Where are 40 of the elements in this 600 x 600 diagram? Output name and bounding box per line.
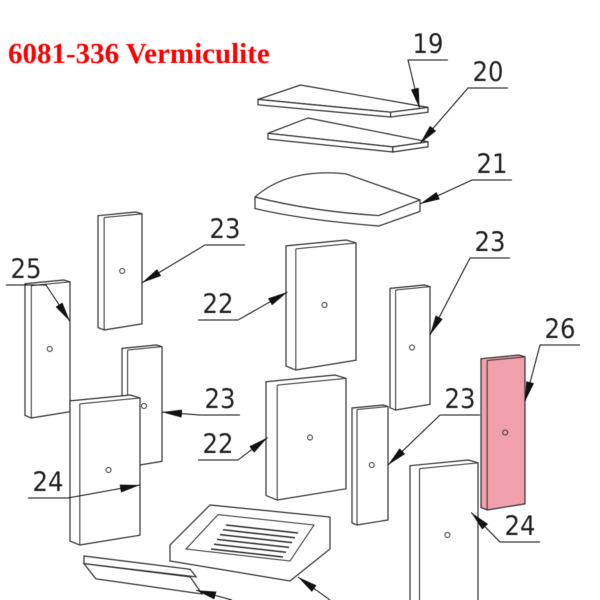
leader-line [198,292,288,320]
callout-number: 25 [6,255,46,285]
callout-number: 21 [472,150,512,180]
callout-number: 22 [198,430,238,460]
panel-part-drawing [98,212,142,330]
callout-number: 20 [468,58,508,88]
leader-line [524,344,580,402]
leader-line [420,88,508,144]
callout-number: 23 [440,385,480,415]
panel-part-drawing [352,405,388,525]
leader-line [142,244,246,284]
leader-line [28,484,140,498]
panel-part-drawing [410,460,478,600]
leader-line [430,258,510,336]
callout-number: 23 [205,215,245,245]
callout-number: 24 [500,512,540,542]
leader-line [470,512,540,542]
leader-line [298,576,330,600]
leader-line [6,284,70,322]
leader-line [196,590,232,600]
callout-number: 24 [28,468,68,498]
leader-line [162,410,240,418]
callout-number: 26 [540,315,580,345]
leader-line [420,180,512,204]
leader-line [407,60,448,109]
leader-line [198,437,268,460]
callout-number: 23 [200,385,240,415]
panel-part-drawing [268,118,428,152]
panel-part-drawing [25,280,70,418]
callout-number: 19 [408,30,448,60]
panel-part-drawing [286,240,356,370]
panel-part-drawing [258,85,428,117]
bar-part-drawing [84,556,202,594]
panel-part-drawing [266,375,346,500]
panel-part-drawing [481,355,525,510]
callout-number: 22 [198,290,238,320]
leader-line [388,414,480,466]
diagram-title: 6081-336 Vermiculite [8,38,270,71]
callout-number: 23 [470,228,510,258]
panel-part-drawing [390,285,430,410]
